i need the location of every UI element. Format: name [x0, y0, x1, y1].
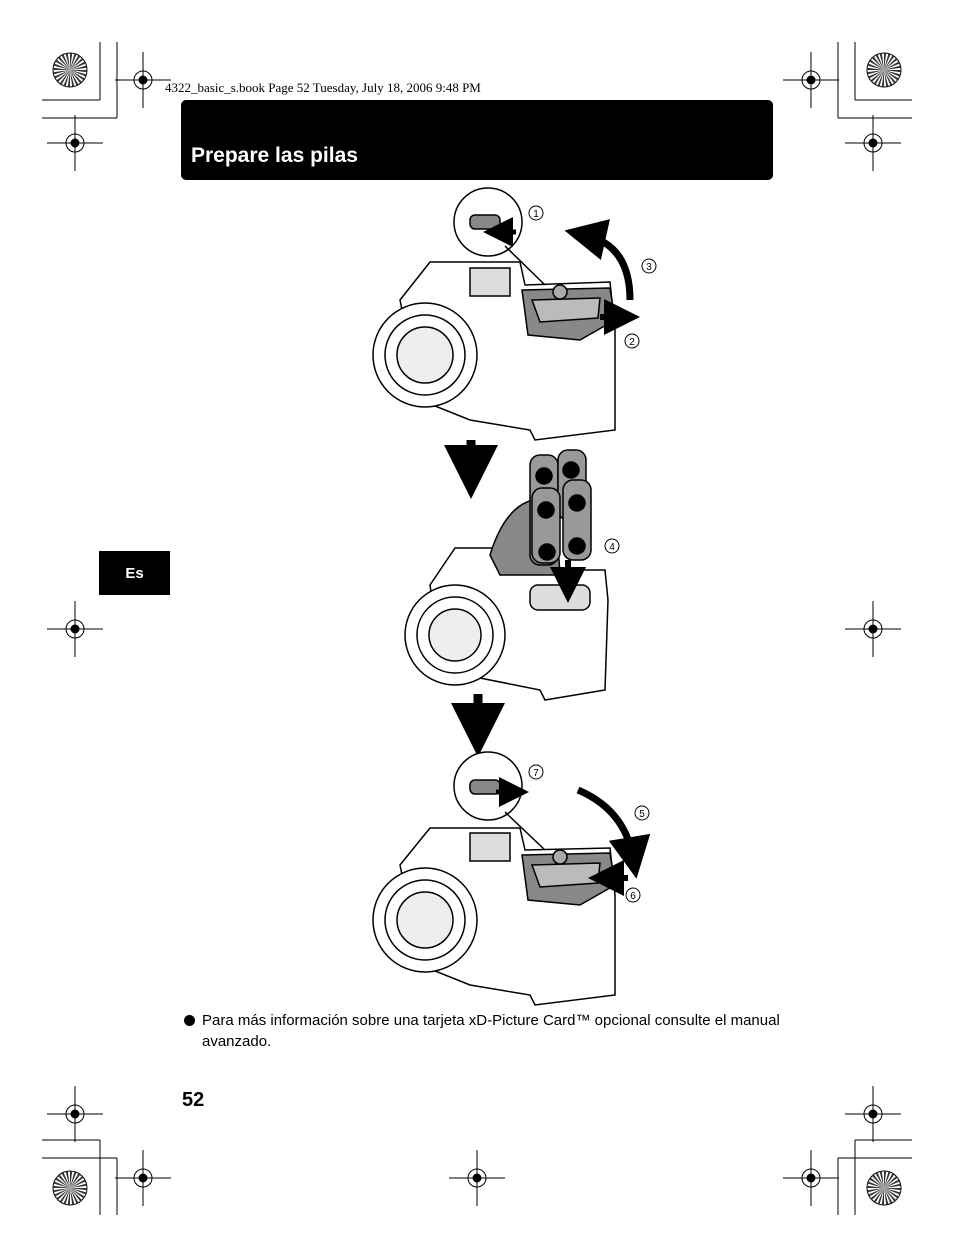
page-title: Prepare las pilas — [191, 144, 358, 167]
step-4-label: 4 — [609, 542, 615, 553]
step-3-label: 3 — [646, 262, 652, 273]
close-arrow — [576, 786, 651, 879]
note-text: Para más información sobre una tarjeta x… — [202, 1012, 780, 1050]
step-5-label: 5 — [639, 809, 645, 820]
camera-open-cover — [372, 187, 616, 441]
book-info-line: 4322_basic_s.book Page 52 Tuesday, July … — [165, 80, 481, 95]
step-2-label: 2 — [629, 337, 635, 348]
step-1-label: 1 — [533, 209, 539, 220]
title-bar: Prepare las pilas — [181, 100, 773, 180]
batteries — [529, 449, 592, 566]
step-7-label: 7 — [533, 768, 539, 779]
lift-arrow — [564, 219, 634, 301]
language-tab: Es — [99, 551, 170, 595]
bullet-icon — [184, 1015, 195, 1026]
step-6-label: 6 — [630, 891, 636, 902]
page-number: 52 — [182, 1089, 205, 1111]
